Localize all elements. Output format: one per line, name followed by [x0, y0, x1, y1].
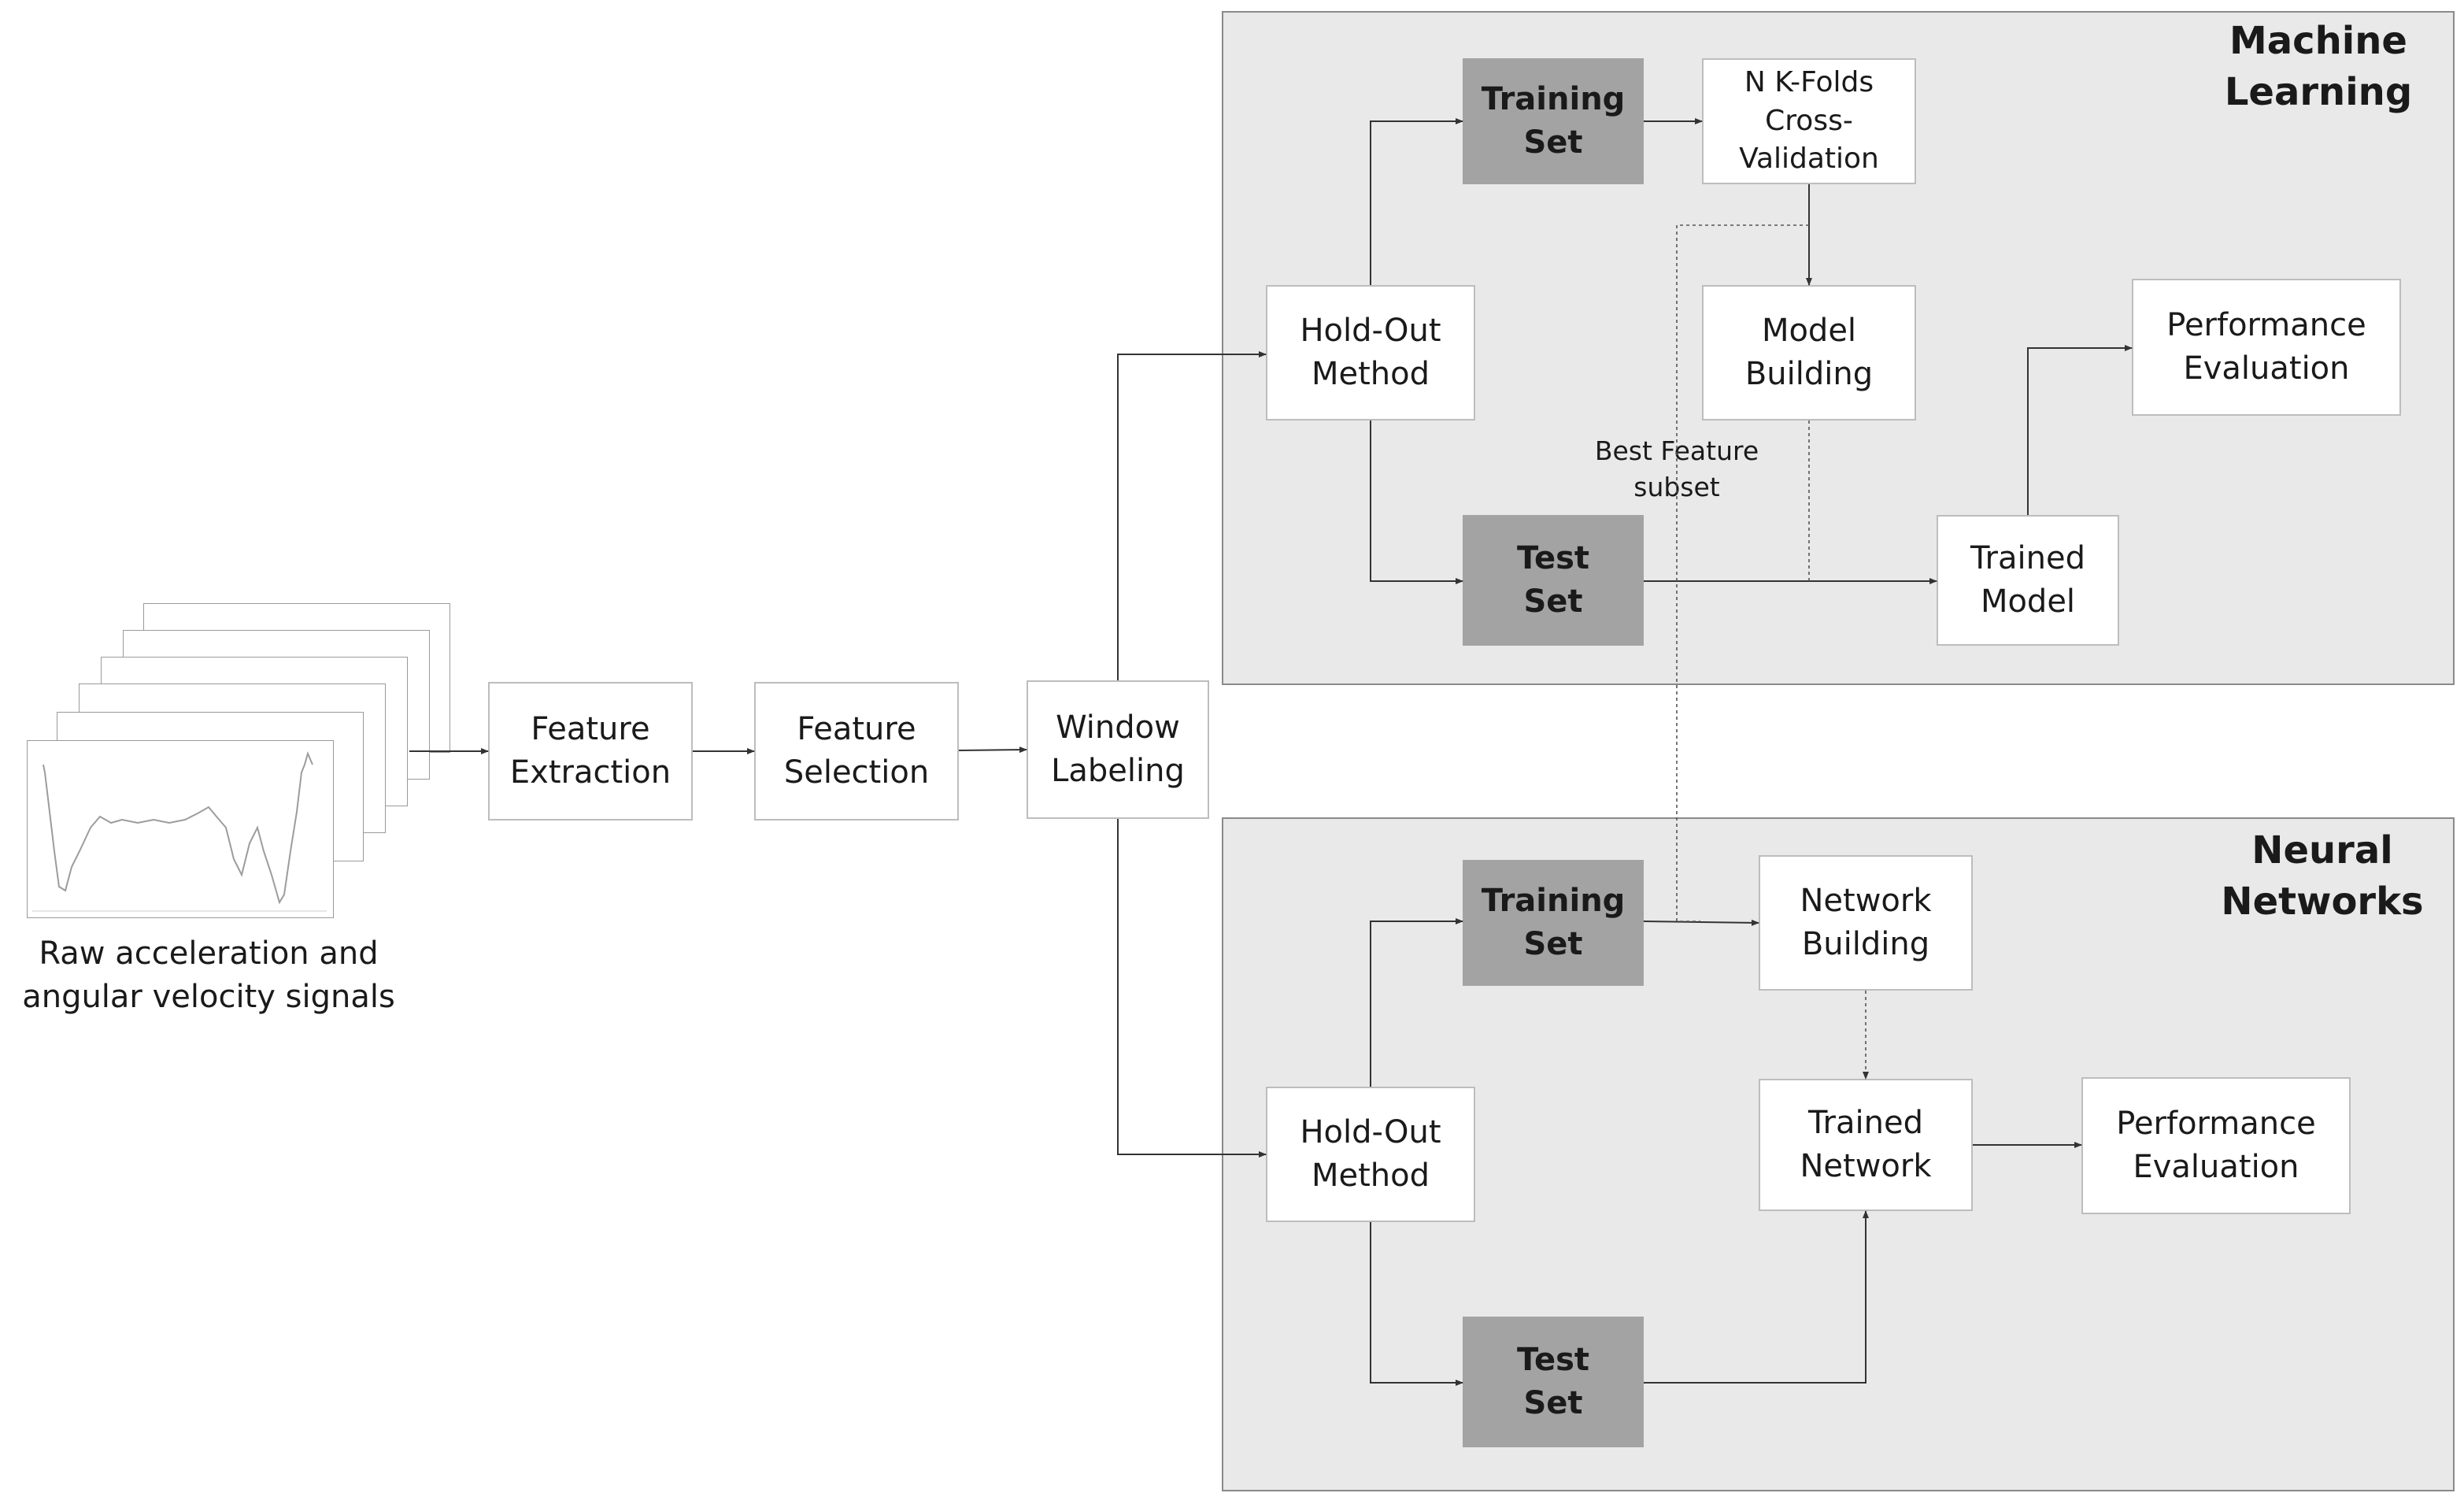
neural-networks-title: Neural Networks: [2221, 828, 2424, 924]
arrow-trained-model-to-performance: [2027, 345, 2133, 515]
input-caption: Raw acceleration and angular velocity si…: [22, 935, 395, 1016]
trained-network-box: Trained Network: [1759, 1079, 1973, 1211]
dotted-best-feature-path: [1676, 224, 1809, 922]
nn-training-set-box: Training Set: [1463, 860, 1644, 986]
arrow-labeling-to-nn-holdout: [1117, 819, 1267, 1158]
window-labeling-box: Window Labeling: [1027, 680, 1209, 819]
arrow-ml-holdout-to-training: [1370, 118, 1463, 285]
raw-signals-stack: [24, 598, 464, 929]
arrow-nn-test-to-trained-network: [1644, 1210, 1869, 1384]
nn-hold-out-box: Hold-Out Method: [1266, 1087, 1475, 1222]
arrow-nn-training-to-network: [1643, 919, 1759, 926]
signal-waveform-icon: [32, 751, 327, 912]
cross-validation-box: N K-Folds Cross- Validation: [1702, 58, 1916, 184]
model-building-box: Model Building: [1702, 285, 1916, 420]
arrow-nn-holdout-to-training: [1370, 918, 1463, 1087]
signal-sheet-front: [27, 740, 334, 918]
arrow-ml-holdout-to-test: [1370, 420, 1463, 584]
ml-training-set-box: Training Set: [1463, 58, 1644, 184]
arrow-labeling-to-ml-holdout: [1117, 351, 1267, 680]
nn-performance-box: Performance Evaluation: [2081, 1077, 2351, 1214]
network-building-box: Network Building: [1759, 855, 1973, 991]
machine-learning-title: Machine Learning: [2224, 19, 2413, 114]
ml-performance-box: Performance Evaluation: [2132, 279, 2401, 416]
feature-selection-box: Feature Selection: [754, 682, 959, 821]
ml-test-set-box: Test Set: [1463, 515, 1644, 646]
feature-extraction-box: Feature Extraction: [488, 682, 693, 821]
ml-hold-out-box: Hold-Out Method: [1266, 285, 1475, 420]
arrow-nn-holdout-to-test: [1370, 1222, 1463, 1386]
nn-test-set-box: Test Set: [1463, 1317, 1644, 1447]
trained-model-box: Trained Model: [1937, 515, 2119, 646]
